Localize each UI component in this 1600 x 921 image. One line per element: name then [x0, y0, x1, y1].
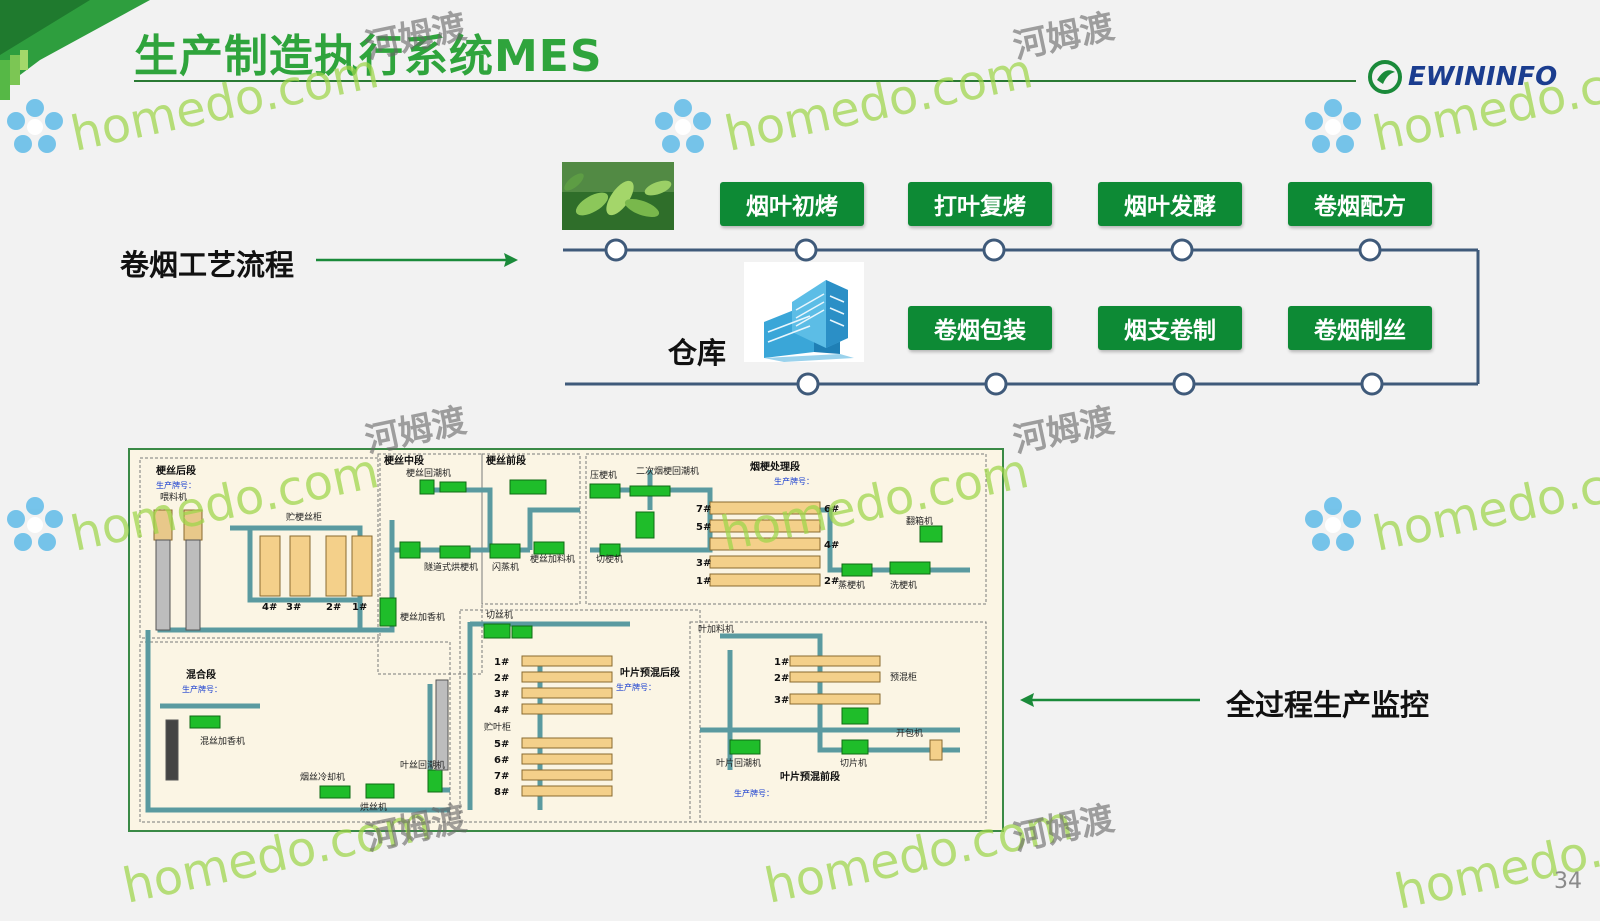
bin-number: 1# [696, 576, 711, 587]
equipment-label: 混丝加香机 [200, 735, 245, 747]
watermark-flower-icon [7, 497, 63, 551]
monitoring-label: 全过程生产监控 [1226, 688, 1430, 722]
process-flow-lines [316, 238, 1480, 707]
equipment-label: 切片机 [840, 757, 867, 769]
equipment-label: 切丝机 [486, 609, 513, 621]
step-cigarette-packing[interactable]: 卷烟包装 [908, 306, 1052, 350]
page-title: 生产制造执行系统MES [134, 31, 603, 82]
company-logo: EWININFO [1368, 60, 1557, 94]
flow-node [1170, 238, 1194, 262]
bin-number: 3# [774, 695, 789, 706]
section-title: 叶片预混后段 [620, 666, 680, 679]
watermark-flower-icon [1305, 99, 1361, 153]
equipment-label: 烟丝冷却机 [300, 771, 345, 783]
bin-number: 3# [286, 602, 301, 613]
brand-no-label: 生产牌号： [616, 682, 656, 692]
bin-number: 2# [326, 602, 341, 613]
watermark-flower-icon [655, 99, 711, 153]
brand-no-label: 生产牌号： [774, 476, 814, 486]
step-leaf-curing[interactable]: 烟叶初烤 [720, 182, 864, 226]
corner-decoration [0, 0, 150, 100]
equipment-label: 梗丝回潮机 [406, 467, 451, 479]
equipment-label: 闪蒸机 [492, 561, 519, 573]
bin-number: 4# [494, 705, 509, 716]
equipment-label: 翻箱机 [906, 515, 933, 527]
bin-number: 4# [824, 540, 839, 551]
equipment-label: 压梗机 [590, 469, 617, 481]
watermark-flower-icon [1305, 497, 1361, 551]
step-primary-processing[interactable]: 卷烟制丝 [1288, 306, 1432, 350]
brand-no-label: 生产牌号： [182, 684, 222, 694]
warehouse-building-icon [744, 262, 864, 362]
bin-number: 4# [262, 602, 277, 613]
production-monitor-diagram[interactable]: 梗丝后段 梗丝中段 梗丝前段 烟梗处理段 混合段 叶片预混后段 叶片预混前段 生… [128, 448, 1004, 832]
section-title: 叶片预混前段 [780, 770, 840, 783]
bin-number: 5# [696, 522, 711, 533]
equipment-label: 叶丝回潮机 [400, 759, 445, 771]
bin-number: 5# [494, 739, 509, 750]
equipment-label: 二次烟梗回潮机 [636, 465, 699, 477]
warehouse-label: 仓库 [668, 336, 727, 370]
bin-number: 3# [696, 558, 711, 569]
equipment-label: 烘丝机 [360, 801, 387, 813]
section-title: 梗丝中段 [384, 454, 424, 467]
bin-number: 7# [494, 771, 509, 782]
equipment-label: 梗丝加香机 [400, 611, 445, 623]
equipment-label: 洗梗机 [890, 579, 917, 591]
equipment-label: 预混柜 [890, 671, 917, 683]
plant-schematic: 梗丝后段 梗丝中段 梗丝前段 烟梗处理段 混合段 叶片预混后段 叶片预混前段 生… [139, 453, 987, 823]
equipment-label: 喂料机 [160, 491, 187, 503]
logo-icon [1368, 60, 1402, 94]
section-title: 烟梗处理段 [750, 460, 800, 473]
brand-no-label: 生产牌号： [734, 788, 774, 798]
equipment-label: 叶片回潮机 [716, 757, 761, 769]
bin-number: 3# [494, 689, 509, 700]
bin-number: 1# [774, 657, 789, 668]
brand-no-label: 生产牌号： [156, 480, 196, 490]
title-underline [134, 80, 1356, 82]
equipment-label: 隧道式烘梗机 [424, 561, 478, 573]
tea-leaf-image [562, 162, 674, 230]
bin-number: 2# [774, 673, 789, 684]
process-flow-label: 卷烟工艺流程 [120, 248, 295, 282]
bin-number: 7# [696, 504, 711, 515]
step-cigarette-rolling[interactable]: 烟支卷制 [1098, 306, 1242, 350]
bin-number: 1# [352, 602, 367, 613]
bin-number: 6# [824, 504, 839, 515]
equipment-label: 贮叶柜 [484, 721, 511, 733]
bin-number: 1# [494, 657, 509, 668]
flow-node [1360, 372, 1384, 396]
section-title: 梗丝后段 [156, 464, 196, 477]
section-title: 混合段 [186, 668, 216, 681]
flow-node [796, 372, 820, 396]
equipment-label: 叶加料机 [698, 623, 734, 635]
equipment-label: 贮梗丝柜 [286, 511, 322, 523]
step-leaf-fermentation[interactable]: 烟叶发酵 [1098, 182, 1242, 226]
flow-node [794, 238, 818, 262]
flow-node [604, 238, 628, 262]
bin-number: 2# [824, 576, 839, 587]
watermark-flower-icon [7, 99, 63, 153]
equipment-label: 梗丝加料机 [530, 553, 575, 565]
equipment-label: 开包机 [896, 727, 923, 739]
equipment-label: 蒸梗机 [838, 579, 865, 591]
section-title: 梗丝前段 [486, 454, 526, 467]
flow-node [982, 238, 1006, 262]
page-number: 34 [1554, 869, 1582, 894]
logo-text: EWININFO [1408, 62, 1558, 92]
flow-node [984, 372, 1008, 396]
step-threshing-redrying[interactable]: 打叶复烤 [908, 182, 1052, 226]
bin-number: 2# [494, 673, 509, 684]
bin-number: 6# [494, 755, 509, 766]
flow-node [1172, 372, 1196, 396]
equipment-label: 切梗机 [596, 553, 623, 565]
flow-node [1358, 238, 1382, 262]
step-cigarette-blending[interactable]: 卷烟配方 [1288, 182, 1432, 226]
bin-number: 8# [494, 787, 509, 798]
